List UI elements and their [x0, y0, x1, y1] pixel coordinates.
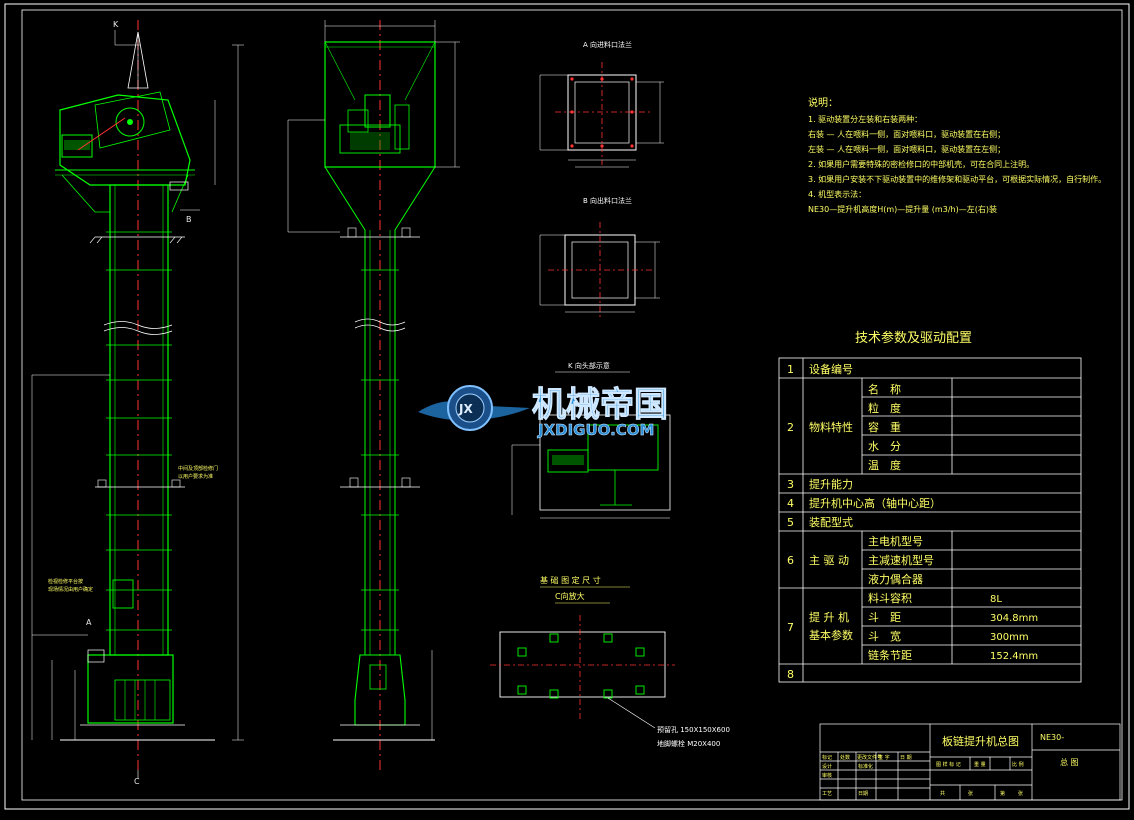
- tb-cell-date2: 日期: [858, 791, 868, 797]
- row-8-no: 8: [787, 668, 794, 681]
- row-2-item-1: 名 称: [868, 382, 901, 396]
- row-7-no: 7: [787, 621, 794, 634]
- tb-cell-docno: 更改文件号: [857, 754, 882, 761]
- row-7-item-3: 斗 宽: [868, 629, 901, 643]
- row-7-item-4: 链条节距: [868, 648, 912, 662]
- notes-line: NE30—提升机高度H(m)—提升量 (m3/h)—左(右)装: [808, 204, 997, 214]
- label-a: A: [86, 618, 92, 627]
- tb-cell-date: 日 期: [900, 755, 912, 761]
- row-3-label: 提升能力: [809, 477, 853, 491]
- brand-text: 机械帝国: [532, 385, 668, 425]
- side-elevation-view: K B A C 中间及顶部检修门 以用户要求为准 检视检修平台按 现场情况由用户…: [31, 20, 244, 786]
- row-6-item-1: 主电机型号: [868, 534, 923, 548]
- general-notes: 说明： 1. 驱动装置分左装和右装两种： 右装 — 人在喂料一侧，面对喂料口，驱…: [808, 96, 1106, 214]
- spec-table-title: 技术参数及驱动配置: [855, 330, 972, 346]
- row-4-label: 提升机中心高（轴中心距）: [809, 496, 941, 510]
- row-1-label: 设备编号: [809, 362, 853, 376]
- row-2-label: 物料特性: [809, 420, 853, 434]
- label-c: C: [134, 777, 140, 786]
- drawing-inner-frame: [21, 9, 1123, 801]
- row-2-item-2: 粒 度: [868, 401, 901, 415]
- emblem-text: JX: [458, 402, 473, 416]
- mid-note-line-2: 以用户要求为准: [178, 473, 213, 480]
- row-5-no: 5: [787, 516, 794, 529]
- notes-line: 4. 机型表示法：: [808, 189, 866, 199]
- row-1-no: 1: [787, 363, 794, 376]
- tb-cell-sign: 签 字: [878, 754, 890, 761]
- drawing-code: NE30-: [1040, 733, 1064, 742]
- row-7-label: 提 升 机基本参数: [809, 610, 853, 642]
- left-note-line-1: 检视检修平台按: [48, 578, 83, 585]
- row-4-no: 4: [787, 497, 794, 510]
- left-note-line-2: 现场情况由用户确定: [48, 586, 93, 593]
- sheet-label: 总 图: [1060, 757, 1079, 767]
- tb-cell-weight: 重 量: [974, 761, 986, 768]
- row-2-item-4: 水 分: [868, 440, 901, 453]
- tb-cell-drawing-mark: 图 样 标 记: [936, 761, 961, 768]
- site-text: JXDIGUO.COM: [537, 421, 654, 439]
- drawing-frame: [4, 3, 1130, 810]
- tb-cell-total: 共: [940, 790, 945, 797]
- label-k: K: [113, 20, 119, 29]
- notes-line: 1. 驱动装置分左装和右装两种：: [808, 114, 922, 124]
- row-7-item-1: 料斗容积: [868, 591, 912, 605]
- view-b-title: B 向出料口法兰: [583, 196, 632, 205]
- view-k-head-sketch: K 向头部示意: [511, 361, 671, 519]
- row-2-item-5: 温 度: [868, 458, 901, 472]
- foundation-subtitle: C向放大: [555, 591, 585, 601]
- mid-note-line-1: 中间及顶部检修门: [178, 465, 218, 472]
- notes-line: 2. 如果用户需要特殊的密检修口的中部机壳，可在合同上注明。: [808, 159, 1034, 169]
- label-b: B: [186, 215, 192, 224]
- tb-cell-sheet: 张: [1018, 790, 1023, 797]
- row-7-value-3: 300mm: [990, 632, 1029, 643]
- row-7-value-4: 152.4mm: [990, 651, 1038, 662]
- hole-note-2: 地脚螺栓 M20X400: [657, 739, 720, 748]
- view-a-inlet-flange: A 向进料口法兰: [539, 40, 664, 168]
- tb-cell-review: 审核: [822, 772, 832, 779]
- row-3-no: 3: [787, 478, 794, 491]
- hole-note-1: 预留孔 150X150X600: [657, 725, 730, 734]
- front-elevation-view: [287, 20, 460, 770]
- spec-table: 技术参数及驱动配置 1 设备编号: [778, 330, 1082, 683]
- notes-line: 右装 — 人在喂料一侧，面对喂料口，驱动装置在右侧；: [808, 129, 1005, 139]
- title-block: 板链提升机总图 NE30- 总 图 标记 处数 更改文件号 签 字 日 期 设计…: [819, 723, 1121, 801]
- notes-line: 3. 如果用户安装不下驱动装置中的维修架和驱动平台，可根据实际情况，自行制作。: [808, 174, 1106, 184]
- notes-heading: 说明：: [808, 96, 838, 109]
- foundation-title: 基 础 图 定 尺 寸: [540, 575, 601, 585]
- tb-cell-process: 工艺: [822, 791, 832, 797]
- row-6-no: 6: [787, 554, 794, 567]
- view-k-title: K 向头部示意: [568, 361, 610, 370]
- row-2-item-3: 容 重: [868, 420, 901, 434]
- site-watermark: JX 机械帝国 JXDIGUO.COM: [418, 385, 669, 439]
- notes-line: 左装 — 人在喂料一侧，面对喂料口，驱动装置在左侧；: [808, 144, 1005, 154]
- tb-cell-mark: 标记: [822, 754, 832, 761]
- row-7-item-2: 斗 距: [868, 611, 901, 624]
- foundation-detail: 基 础 图 定 尺 寸 C向放大 预留孔 150X150X600 地脚螺栓 M2…: [490, 575, 730, 748]
- row-2-no: 2: [787, 421, 794, 434]
- row-6-item-3: 液力偶合器: [868, 572, 923, 586]
- row-5-label: 装配型式: [809, 515, 853, 529]
- view-b-outlet-flange: B 向出料口法兰: [539, 196, 660, 320]
- drawing-name: 板链提升机总图: [942, 734, 1019, 748]
- tb-cell-design: 设计: [822, 763, 832, 770]
- tb-cell-standard: 标准化: [858, 763, 873, 770]
- tb-cell-count: 处数: [840, 754, 850, 761]
- view-a-title: A 向进料口法兰: [583, 40, 632, 49]
- row-6-label: 主 驱 动: [809, 554, 849, 567]
- tb-cell-sheets: 张: [968, 790, 973, 797]
- row-7-value-1: 8L: [990, 594, 1002, 605]
- row-6-item-2: 主减速机型号: [868, 553, 934, 567]
- tb-cell-no: 第: [1000, 790, 1005, 797]
- tb-cell-scale: 比 例: [1012, 761, 1024, 768]
- row-7-value-2: 304.8mm: [990, 613, 1038, 624]
